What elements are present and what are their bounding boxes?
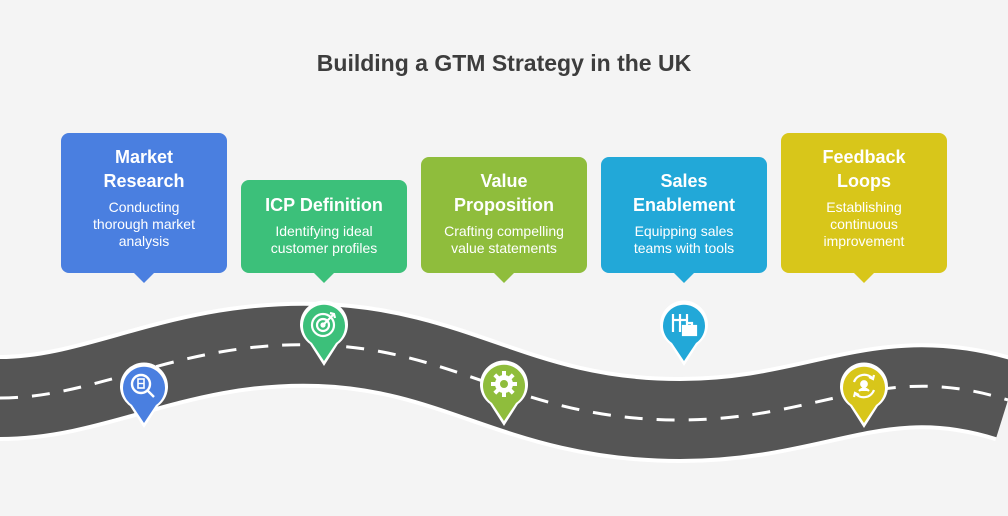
diagram-title: Building a GTM Strategy in the UK [316, 50, 692, 76]
step-card-feedback-loops: Feedback Loops Establishing continuous i… [781, 133, 947, 283]
step-description: Conducting thorough market analysis [93, 199, 195, 249]
step-card-market-research: Market Research Conducting thorough mark… [61, 133, 227, 283]
step-description: Crafting compelling value statements [444, 223, 564, 256]
step-title: Feedback Loops [822, 147, 906, 191]
target-icon [310, 311, 337, 338]
step-card-icp-definition: ICP Definition Identifying ideal custome… [241, 180, 407, 283]
step-description: Identifying ideal customer profiles [270, 223, 378, 256]
step-title: Market Research [103, 147, 185, 191]
step-title: ICP Definition [265, 195, 383, 215]
pin-value-proposition [480, 360, 528, 426]
pin-market-research [120, 362, 168, 428]
step-title: Sales Enablement [632, 171, 736, 215]
step-description: Establishing continuous improvement [823, 199, 905, 249]
pin-icp-definition [300, 300, 348, 366]
step-title: Value Proposition [454, 171, 554, 215]
feedback-loop-icon [852, 373, 876, 399]
step-card-sales-enablement: Sales Enablement Equipping sales teams w… [601, 157, 767, 283]
pin-sales-enablement [660, 300, 708, 366]
market-research-icon [130, 373, 155, 398]
pin-feedback-loops [840, 362, 888, 428]
gear-icon [491, 371, 517, 397]
sales-tools-icon [671, 314, 698, 337]
step-card-value-proposition: Value Proposition Crafting compelling va… [421, 157, 587, 283]
step-description: Equipping sales teams with tools [633, 223, 735, 256]
